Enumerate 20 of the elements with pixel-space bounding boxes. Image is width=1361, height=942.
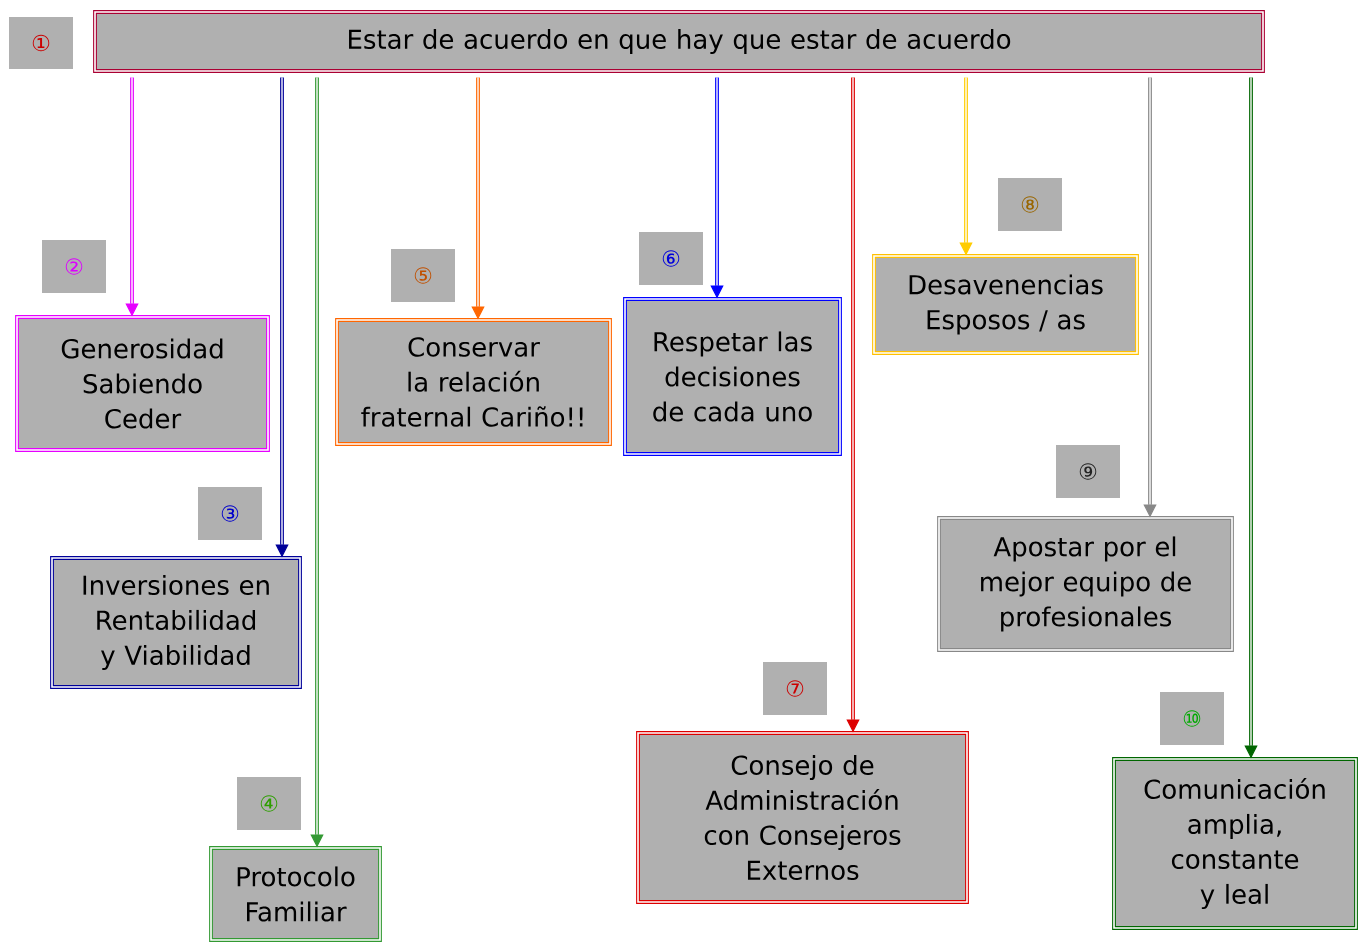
number-badge: ⑤	[391, 249, 455, 302]
text-box: Protocolo Familiar	[209, 846, 382, 942]
number-badge: ⑦	[763, 662, 827, 715]
number-badge: ⑥	[639, 232, 703, 285]
number-badge: ②	[42, 240, 106, 293]
text-box: Comunicación amplia, constante y leal	[1112, 757, 1358, 930]
text-box: Respetar las decisiones de cada uno	[623, 297, 842, 456]
text-box: Apostar por el mejor equipo de profesionales	[937, 516, 1234, 652]
text-box: Desavenencias Esposos / as	[872, 254, 1139, 355]
number-badge: ⑨	[1056, 445, 1120, 498]
title-box: Estar de acuerdo en que hay que estar de acuerdo	[93, 10, 1265, 73]
text-box: Generosidad Sabiendo Ceder	[15, 315, 270, 452]
number-badge: ③	[198, 487, 262, 540]
text-box: Conservar la relación fraternal Cariño!!	[335, 318, 612, 446]
number-badge: ①	[9, 17, 73, 69]
number-badge: ⑩	[1160, 692, 1224, 745]
number-badge: ⑧	[998, 178, 1062, 231]
text-box: Inversiones en Rentabilidad y Viabilidad	[50, 556, 302, 689]
number-badge: ④	[237, 777, 301, 830]
text-box: Consejo de Administración con Consejeros Externos	[636, 731, 969, 904]
